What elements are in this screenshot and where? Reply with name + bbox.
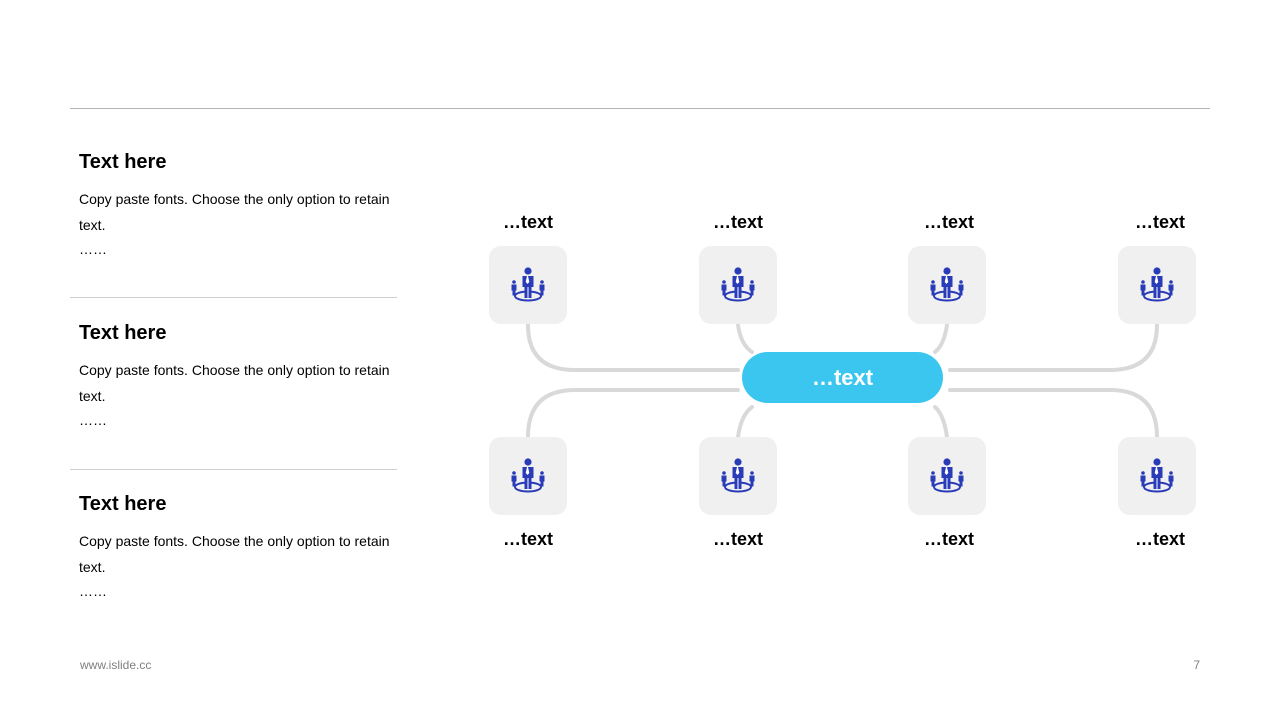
- footer-url: www.islide.cc: [80, 658, 152, 672]
- section-ellipsis: ……: [79, 412, 107, 428]
- leader-with-team-icon: [1140, 267, 1174, 302]
- node-label-top-2: …text: [712, 212, 763, 232]
- node-label-top-4: …text: [1134, 212, 1185, 232]
- connector-bottom-4: [948, 388, 1159, 439]
- connector-top-4: [948, 323, 1159, 372]
- node-tile-bottom-3: [908, 437, 986, 515]
- section-title: Text here: [79, 322, 167, 344]
- leader-with-team-icon: [721, 267, 755, 302]
- node-label-bottom-2: …text: [712, 529, 763, 549]
- connector-bottom-1: [526, 388, 740, 439]
- text-section-2: Text here Copy paste fonts. Choose the o…: [79, 321, 399, 427]
- hub-pill: …text: [742, 352, 943, 403]
- page-number: 7: [1193, 658, 1200, 672]
- node-tile-bottom-2: [699, 437, 777, 515]
- connector-top-3: [933, 323, 949, 354]
- node-tile-top-4: [1118, 246, 1196, 324]
- section-body: Copy paste fonts. Choose the only option…: [79, 362, 390, 404]
- node-tile-top-1: [489, 246, 567, 324]
- section-ellipsis: ……: [79, 241, 107, 257]
- text-section-3: Text here Copy paste fonts. Choose the o…: [79, 492, 399, 598]
- section-divider: [70, 297, 397, 298]
- node-tile-top-3: [908, 246, 986, 324]
- node-label-bottom-1: …text: [502, 529, 553, 549]
- section-body: Copy paste fonts. Choose the only option…: [79, 533, 390, 575]
- section-ellipsis: ……: [79, 583, 107, 599]
- leader-with-team-icon: [721, 458, 755, 493]
- node-label-top-1: …text: [502, 212, 553, 232]
- node-tile-top-2: [699, 246, 777, 324]
- node-tile-bottom-1: [489, 437, 567, 515]
- node-tile-bottom-4: [1118, 437, 1196, 515]
- node-label-top-3: …text: [923, 212, 974, 232]
- leader-with-team-icon: [511, 267, 545, 302]
- leader-with-team-icon: [930, 458, 964, 493]
- connector-top-2: [736, 323, 754, 354]
- text-section-1: Text here Copy paste fonts. Choose the o…: [79, 150, 399, 256]
- section-body: Copy paste fonts. Choose the only option…: [79, 191, 390, 233]
- leader-with-team-icon: [511, 458, 545, 493]
- section-divider: [70, 469, 397, 470]
- section-title: Text here: [79, 493, 167, 515]
- connector-top-1: [526, 323, 740, 372]
- node-label-bottom-4: …text: [1134, 529, 1185, 549]
- connector-bottom-3: [933, 405, 949, 439]
- node-label-bottom-3: …text: [923, 529, 974, 549]
- leader-with-team-icon: [930, 267, 964, 302]
- section-title: Text here: [79, 151, 167, 173]
- top-rule: [70, 108, 1210, 109]
- connector-bottom-2: [736, 405, 754, 439]
- leader-with-team-icon: [1140, 458, 1174, 493]
